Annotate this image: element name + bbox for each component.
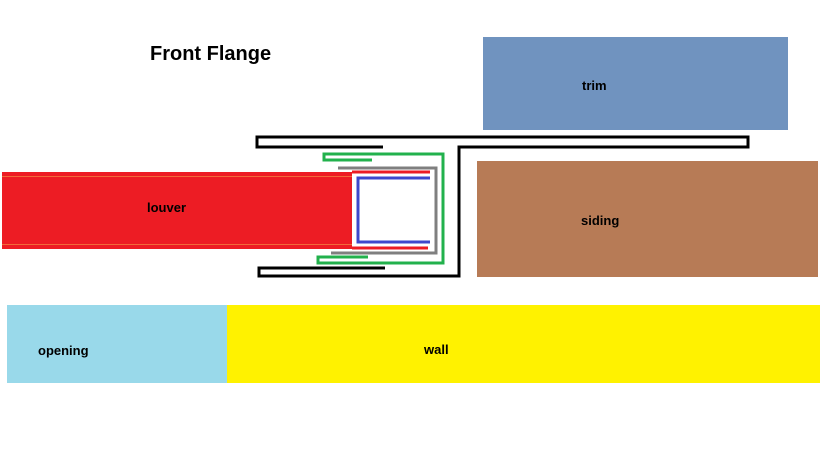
diagram-title: Front Flange — [150, 43, 272, 65]
trim-block — [483, 37, 788, 130]
louver-block — [2, 172, 352, 249]
trim-label: trim — [582, 78, 607, 93]
siding-label: siding — [581, 213, 620, 228]
black-flange-top — [255, 135, 750, 278]
opening-label: opening — [38, 343, 89, 358]
gray-channel — [331, 166, 438, 255]
opening-block — [7, 305, 227, 383]
green-channel — [316, 152, 445, 265]
louver-edge-top — [2, 176, 352, 177]
louver-edge-bottom — [2, 244, 352, 245]
louver-label: louver — [147, 200, 187, 215]
siding-block — [477, 161, 818, 277]
wall-block — [227, 305, 820, 383]
blue-channel — [356, 176, 430, 244]
wall-label: wall — [424, 342, 449, 357]
